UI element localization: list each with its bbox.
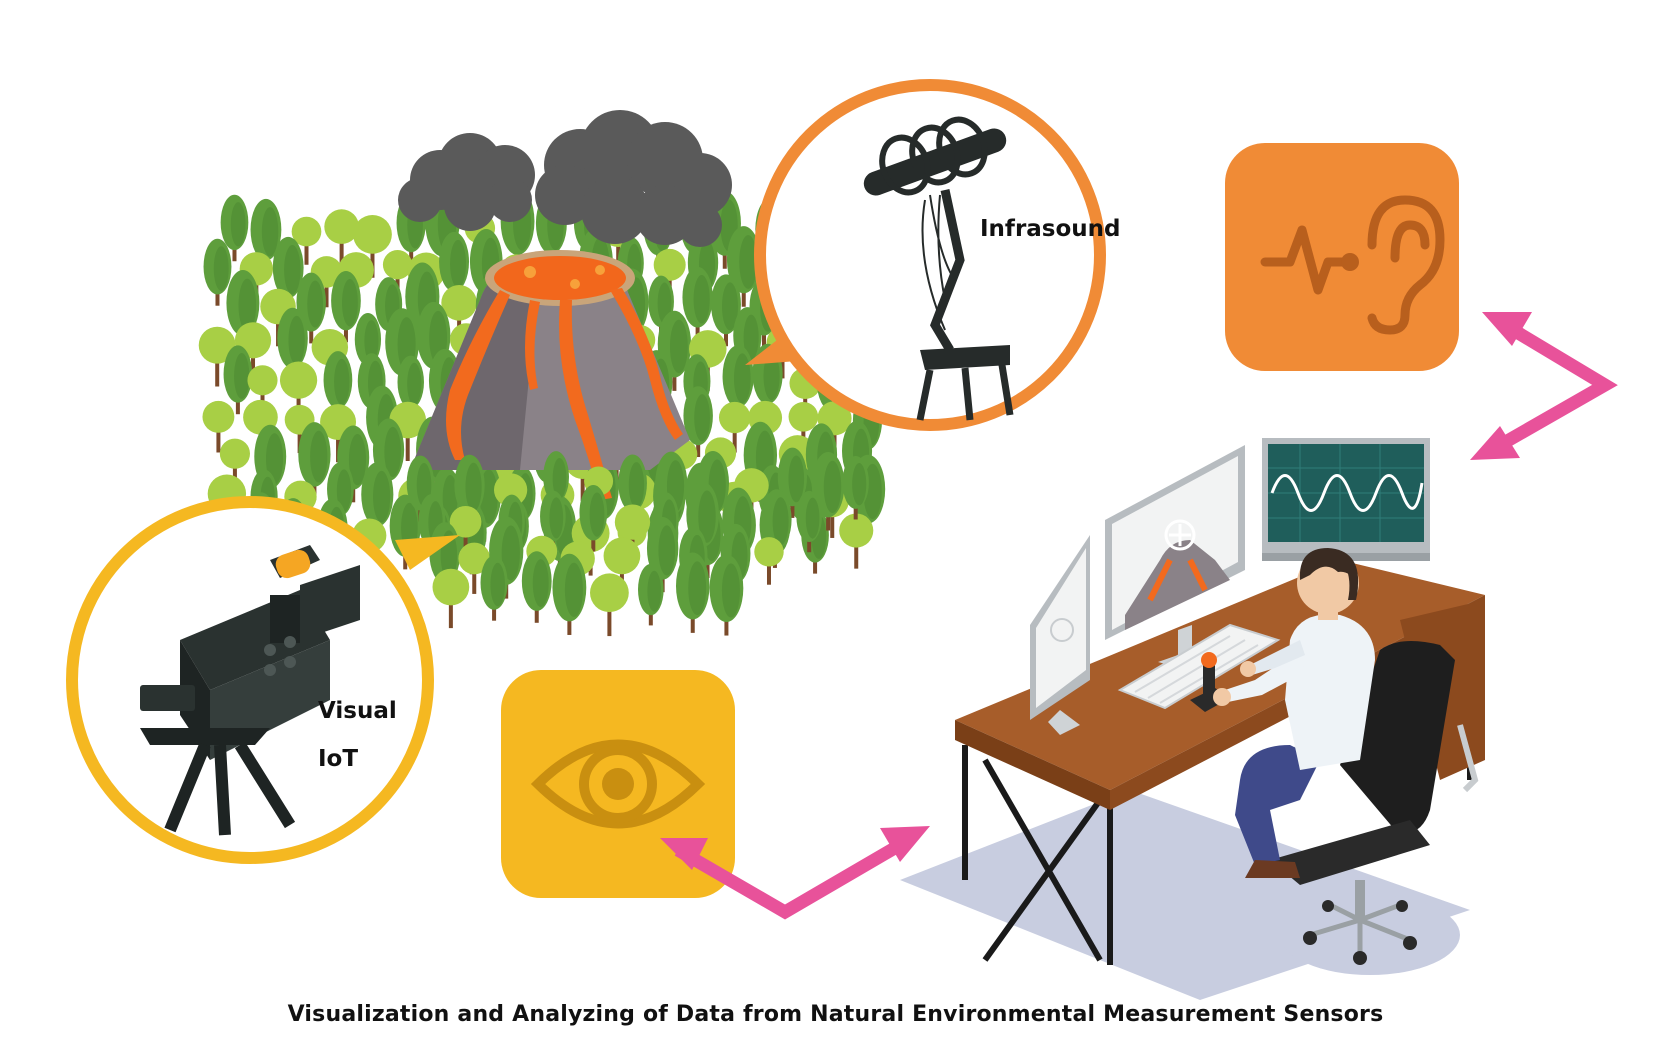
tree-icon <box>272 236 304 311</box>
tree-icon <box>682 266 713 340</box>
iot-label: IoT <box>318 746 358 772</box>
tree-icon <box>279 361 318 422</box>
forest-foreground <box>406 447 869 637</box>
tree-icon <box>323 351 353 421</box>
video-camera-icon <box>140 545 360 836</box>
tree-icon <box>754 537 784 585</box>
tree-icon <box>722 345 754 420</box>
tree-icon <box>711 274 741 347</box>
tree-icon <box>718 401 751 453</box>
tree-icon <box>382 250 413 298</box>
tree-icon <box>543 451 569 513</box>
tree-icon <box>842 456 869 520</box>
monitor-left <box>1030 535 1090 735</box>
tree-icon <box>324 209 359 266</box>
hearing-data-tile <box>1225 143 1459 371</box>
infrasound-label: Infrasound <box>980 216 1121 242</box>
tree-icon <box>646 516 679 593</box>
tree-icon <box>298 422 331 500</box>
tree-icon <box>432 568 470 629</box>
tree-icon <box>777 447 808 518</box>
tree-icon <box>223 345 253 415</box>
tree-icon <box>202 400 235 453</box>
tree-icon <box>579 485 608 552</box>
tree-icon <box>726 226 761 307</box>
bidirectional-arrow-bottom <box>660 826 930 920</box>
tree-icon <box>291 216 322 265</box>
tree-icon <box>603 537 641 597</box>
tree-icon <box>331 271 361 343</box>
tree-icon <box>198 326 236 387</box>
tree-icon <box>590 573 629 637</box>
tree-icon <box>839 513 874 569</box>
smoke-cloud-right <box>535 110 732 247</box>
tree-icon <box>219 438 251 488</box>
bidirectional-arrow-right <box>1470 312 1618 460</box>
keyboard <box>1117 623 1281 710</box>
tree-icon <box>540 490 566 553</box>
tree-icon <box>353 214 392 278</box>
tree-icon <box>683 386 713 458</box>
tree-icon <box>552 553 587 635</box>
tree-icon <box>203 238 232 306</box>
tree-icon <box>449 505 482 558</box>
lava-flows <box>446 288 683 500</box>
tree-icon <box>220 194 249 262</box>
tree-icon <box>637 563 664 626</box>
tree-icon <box>709 554 744 636</box>
tree-icon <box>439 231 469 304</box>
tree-icon <box>250 198 282 273</box>
visual-label: Visual <box>318 698 397 724</box>
smoke-cloud-left <box>398 133 535 231</box>
visual-iot-callout: Visual IoT <box>66 496 460 864</box>
tree-icon <box>361 462 394 540</box>
tree-icon <box>458 542 491 594</box>
tree-icon <box>277 307 308 381</box>
tree-icon <box>811 451 845 531</box>
tree-icon <box>296 272 326 344</box>
infrasound-callout: Infrasound <box>745 79 1121 431</box>
tree-icon <box>247 365 278 414</box>
tree-icon <box>796 490 822 553</box>
tree-icon <box>441 285 477 343</box>
analyst-person <box>1213 548 1375 878</box>
tree-icon <box>788 401 819 450</box>
tree-icon <box>675 552 710 633</box>
analyst-workstation <box>900 438 1485 1000</box>
data-flow-arrows <box>660 312 1618 920</box>
infrasound-sensor-icon <box>863 116 1014 421</box>
figure-caption: Visualization and Analyzing of Data from… <box>287 1002 1384 1027</box>
tree-icon <box>521 551 552 623</box>
volcano-illustration <box>398 110 732 500</box>
eye-icon <box>530 739 706 829</box>
ear-waveform-icon <box>1260 195 1445 335</box>
tree-icon <box>480 555 508 621</box>
